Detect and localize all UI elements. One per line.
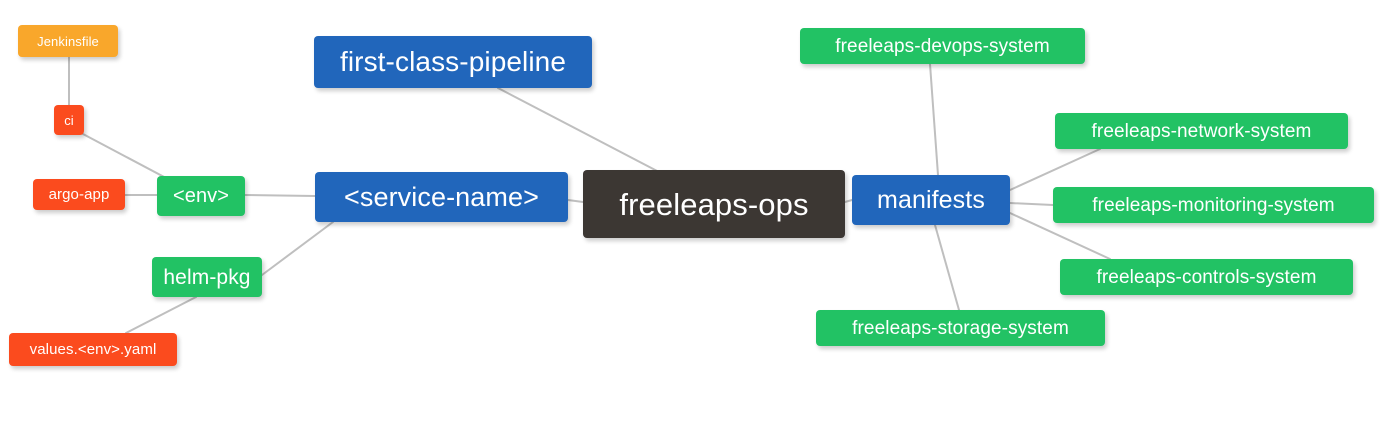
node-label-ci: ci xyxy=(64,112,74,128)
node-label-freeleaps-storage-system: freeleaps-storage-system xyxy=(852,317,1069,339)
node-label-freeleaps-controls-system: freeleaps-controls-system xyxy=(1096,266,1317,288)
node-label-helm-pkg: helm-pkg xyxy=(163,265,251,289)
node-ci[interactable]: ci xyxy=(54,105,84,135)
edge-service-name-to-freeleaps-ops xyxy=(567,199,584,203)
node-label-freeleaps-network-system: freeleaps-network-system xyxy=(1091,120,1312,142)
node-label-env: <env> xyxy=(172,185,230,207)
node-helm-pkg[interactable]: helm-pkg xyxy=(152,257,262,297)
node-label-values-env-yaml: values.<env>.yaml xyxy=(29,341,157,358)
edge-env-to-service-name xyxy=(244,194,316,197)
edge-first-class-pipeline-to-freeleaps-ops xyxy=(497,87,662,174)
node-argo-app[interactable]: argo-app xyxy=(33,179,125,210)
node-label-freeleaps-ops: freeleaps-ops xyxy=(619,186,809,222)
node-values-env-yaml[interactable]: values.<env>.yaml xyxy=(9,333,177,366)
edge-manifests-to-freeleaps-storage-system xyxy=(934,224,960,311)
node-freeleaps-storage-system[interactable]: freeleaps-storage-system xyxy=(816,310,1105,346)
node-label-freeleaps-monitoring-system: freeleaps-monitoring-system xyxy=(1092,194,1335,216)
node-label-manifests: manifests xyxy=(877,185,985,214)
node-label-freeleaps-devops-system: freeleaps-devops-system xyxy=(835,35,1050,57)
node-label-jenkinsfile: Jenkinsfile xyxy=(37,33,99,49)
edge-service-name-to-helm-pkg xyxy=(261,221,334,276)
node-jenkinsfile[interactable]: Jenkinsfile xyxy=(18,25,118,57)
edge-manifests-to-freeleaps-devops-system xyxy=(929,63,939,176)
edge-freeleaps-ops-to-manifests xyxy=(844,199,853,203)
edge-manifests-to-freeleaps-network-system xyxy=(1009,148,1101,191)
node-freeleaps-monitoring-system[interactable]: freeleaps-monitoring-system xyxy=(1053,187,1374,223)
node-manifests[interactable]: manifests xyxy=(852,175,1010,225)
node-freeleaps-ops[interactable]: freeleaps-ops xyxy=(583,170,845,238)
node-freeleaps-controls-system[interactable]: freeleaps-controls-system xyxy=(1060,259,1353,295)
node-first-class-pipeline[interactable]: first-class-pipeline xyxy=(314,36,592,88)
node-freeleaps-network-system[interactable]: freeleaps-network-system xyxy=(1055,113,1348,149)
edge-helm-pkg-to-values-env-yaml xyxy=(125,296,197,334)
node-label-first-class-pipeline: first-class-pipeline xyxy=(339,46,567,77)
node-label-argo-app: argo-app xyxy=(48,186,110,203)
node-freeleaps-devops-system[interactable]: freeleaps-devops-system xyxy=(800,28,1085,64)
node-service-name[interactable]: <service-name> xyxy=(315,172,568,222)
node-label-service-name: <service-name> xyxy=(344,181,539,212)
node-env[interactable]: <env> xyxy=(157,176,245,216)
edge-manifests-to-freeleaps-monitoring-system xyxy=(1009,202,1054,206)
